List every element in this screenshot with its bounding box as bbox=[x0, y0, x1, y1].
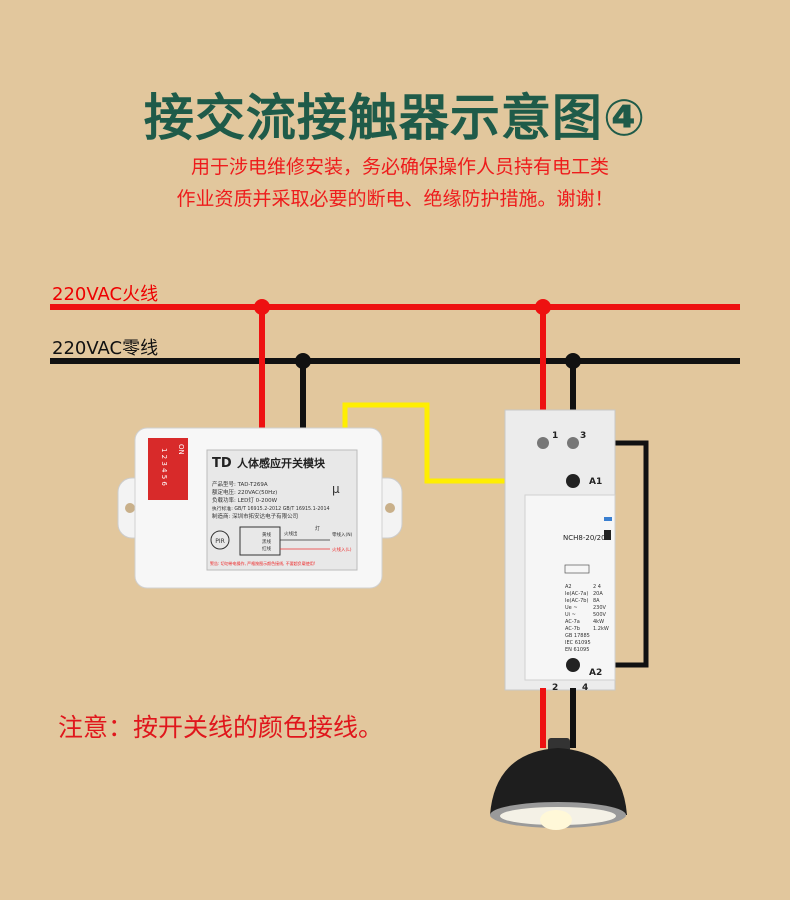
contactor-spec: Ie(AC-7b) bbox=[565, 598, 588, 604]
module-live-wire bbox=[259, 307, 265, 432]
dip-numbers: 1 2 3 4 5 6 bbox=[160, 448, 168, 486]
live-line bbox=[50, 304, 740, 310]
lamp-neutral-wire bbox=[570, 688, 576, 748]
module-name: 人体感应开关模块 bbox=[237, 456, 326, 470]
contactor-spec: Ue ~ bbox=[565, 605, 578, 611]
svg-text:红线: 红线 bbox=[262, 545, 271, 552]
contactor-spec: GB 17885 bbox=[565, 633, 590, 639]
contactor-spec: 2 4 bbox=[593, 584, 601, 590]
contactor-spec: IEC 61095 bbox=[565, 640, 591, 646]
svg-text:产品型号: TAD-T269A: 产品型号: TAD-T269A bbox=[212, 480, 268, 488]
contactor-spec: 4kW bbox=[593, 619, 604, 625]
svg-text:制造商: 深圳市拓安达电子有限公司: 制造商: 深圳市拓安达电子有限公司 bbox=[212, 512, 298, 520]
contactor-live-wire bbox=[540, 307, 546, 442]
contactor-spec: 8A bbox=[593, 598, 600, 604]
contactor-spec: AC-7a bbox=[565, 619, 580, 625]
contactor-spec: 230V bbox=[593, 605, 607, 611]
contactor-neutral-wire bbox=[570, 361, 576, 441]
svg-text:零线入(N): 零线入(N) bbox=[332, 531, 353, 538]
contactor-spec: AC-7b bbox=[565, 626, 580, 632]
svg-text:3: 3 bbox=[580, 431, 586, 441]
page-title: 接交流接触器示意图④ bbox=[143, 89, 647, 147]
live-line-label: 220VAC火线 bbox=[52, 284, 159, 305]
neutral-line-label: 220VAC零线 bbox=[52, 338, 159, 359]
module-label bbox=[206, 449, 358, 571]
dip-switch[interactable] bbox=[148, 438, 188, 500]
terminal-a1[interactable] bbox=[566, 474, 580, 488]
svg-text:1: 1 bbox=[552, 431, 558, 441]
contactor-spec: A2 bbox=[565, 584, 572, 590]
ac-contactor: 1 3 A1 A2 2 4 NCH8-20/20 A2Ie(AC-7a)Ie(A… bbox=[504, 409, 616, 693]
live-junction bbox=[535, 299, 551, 315]
wiring-note: 注意：按开关线的颜色接线。 bbox=[58, 713, 384, 742]
contactor-spec: 1.2kW bbox=[593, 626, 609, 632]
neutral-line bbox=[50, 358, 740, 364]
live-junction bbox=[254, 299, 270, 315]
module-neutral-wire bbox=[300, 361, 306, 432]
terminal-3[interactable] bbox=[567, 437, 579, 449]
svg-text:黑线: 黑线 bbox=[262, 538, 271, 545]
terminal-a2[interactable] bbox=[566, 658, 580, 672]
neutral-junction bbox=[295, 353, 311, 369]
svg-text:黄线: 黄线 bbox=[262, 531, 271, 538]
svg-text:火线出: 火线出 bbox=[284, 530, 298, 537]
dip-on-label: ON bbox=[177, 444, 185, 455]
svg-text:灯: 灯 bbox=[315, 525, 320, 532]
svg-text:执行标准: GB/T 16915.2-2012 GB/T 1: 执行标准: GB/T 16915.2-2012 GB/T 16915.1-201… bbox=[212, 505, 330, 512]
terminal-1[interactable] bbox=[537, 437, 549, 449]
contactor-spec: Ui ~ bbox=[565, 612, 576, 618]
safety-warning-line2: 作业资质并采取必要的断电、绝缘防护措施。谢谢！ bbox=[176, 188, 614, 210]
svg-text:额定电压: 220VAC(50Hz): 额定电压: 220VAC(50Hz) bbox=[212, 488, 277, 496]
svg-text:警告: 切勿带电操作, 严格按图示颜色接线, 不要超负载使用: 警告: 切勿带电操作, 严格按图示颜色接线, 不要超负载使用! bbox=[210, 560, 315, 566]
lamp bbox=[490, 738, 627, 830]
svg-text:火线入(L): 火线入(L) bbox=[332, 546, 352, 553]
contactor-spec: 500V bbox=[593, 612, 607, 618]
contactor-spec: 20A bbox=[593, 591, 603, 597]
svg-text:4: 4 bbox=[582, 683, 588, 693]
safety-warning-line1: 用于涉电维修安装，务必确保操作人员持有电工类 bbox=[190, 156, 609, 178]
signal-wire bbox=[342, 402, 573, 484]
svg-text:A1: A1 bbox=[589, 477, 602, 487]
contactor-spec: Ie(AC-7a) bbox=[565, 591, 588, 597]
contactor-spec: EN 61095 bbox=[565, 647, 589, 653]
svg-text:A2: A2 bbox=[589, 668, 602, 678]
svg-text:2: 2 bbox=[552, 683, 558, 693]
contactor-model: NCH8-20/20 bbox=[563, 534, 606, 542]
svg-text:μ: μ bbox=[332, 482, 340, 496]
brand-logo: TD bbox=[212, 456, 232, 471]
pir-switch-module: ON 1 2 3 4 5 6 TD 人体感应开关模块 产品型号: TAD-T26… bbox=[117, 427, 403, 589]
svg-text:负载功率: LED灯 0-200W: 负载功率: LED灯 0-200W bbox=[212, 496, 278, 504]
neutral-junction bbox=[565, 353, 581, 369]
svg-text:PIR: PIR bbox=[215, 538, 225, 545]
lamp-live-wire bbox=[540, 688, 546, 748]
